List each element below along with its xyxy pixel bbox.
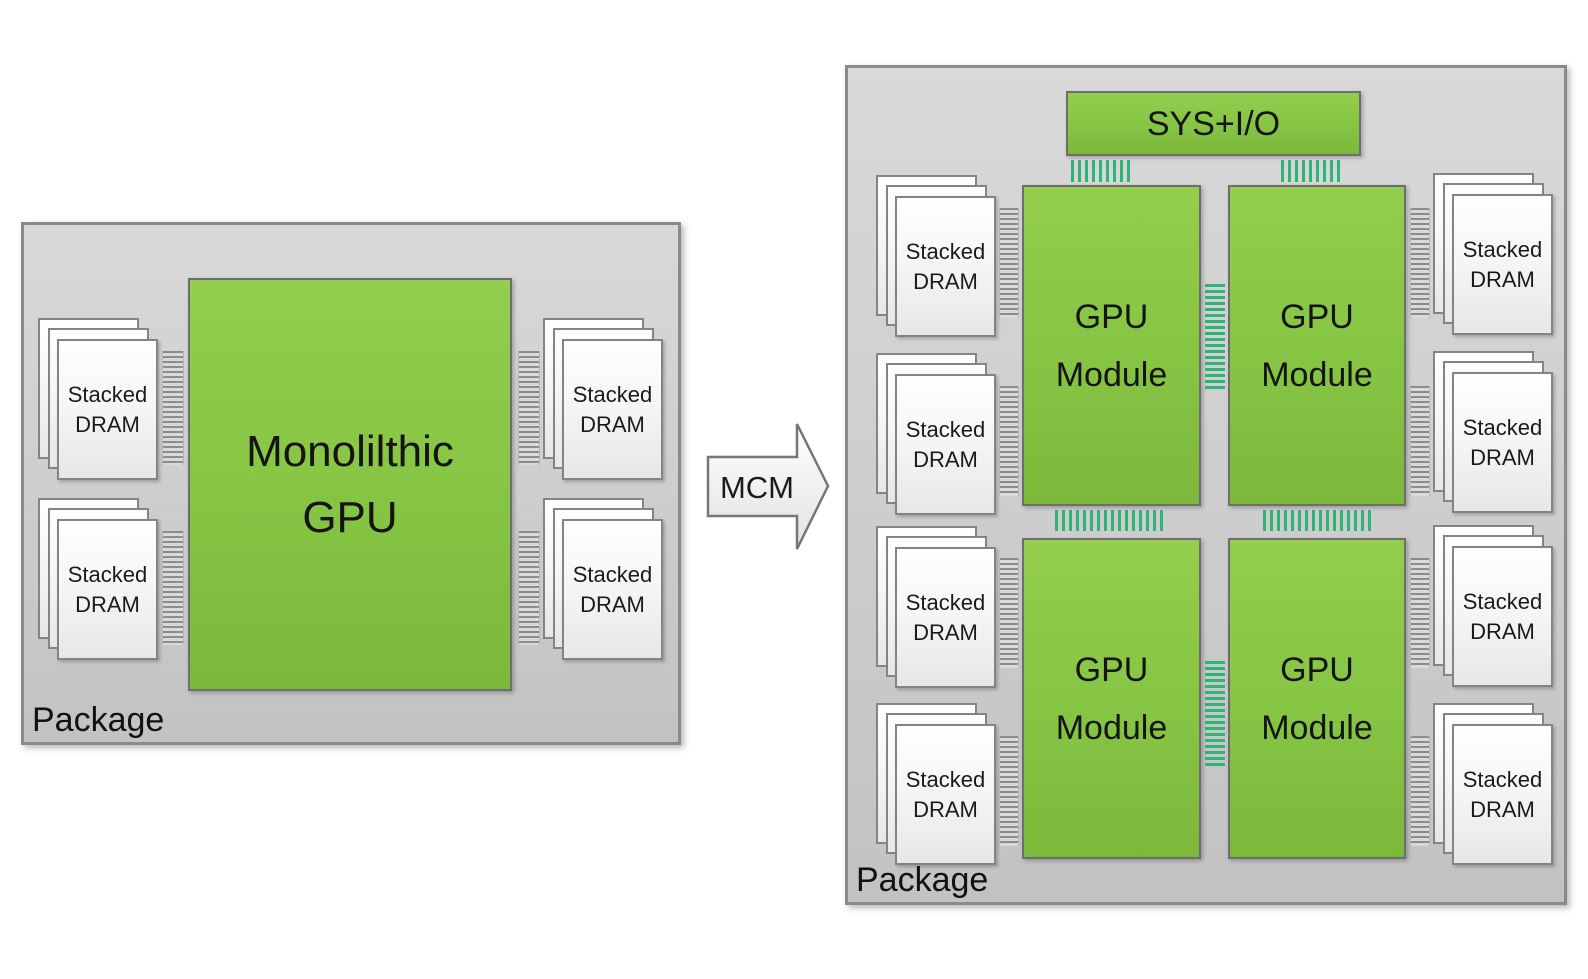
dram-phy-connector <box>1410 736 1430 846</box>
dram-sheet-front: Stacked DRAM <box>895 374 996 515</box>
monolithic-package: Monolilthic GPU Stacked DRAM Stacked DRA… <box>21 222 681 745</box>
dram-phy-connector <box>518 351 540 465</box>
stacked-dram-r4: Stacked DRAM <box>1433 703 1553 865</box>
dram-label: Stacked DRAM <box>572 381 653 437</box>
dram-phy-connector <box>518 531 540 645</box>
stacked-dram-right-top: Stacked DRAM <box>543 318 663 480</box>
dram-phy-connector <box>999 386 1019 496</box>
gpu-module-label: GPU Module <box>1055 297 1168 394</box>
dram-label: Stacked DRAM <box>572 561 653 617</box>
dram-phy-connector <box>162 351 184 465</box>
dram-label: Stacked DRAM <box>67 381 148 437</box>
dram-sheet-front: Stacked DRAM <box>895 547 996 688</box>
dram-sheet-front: Stacked DRAM <box>895 196 996 337</box>
dram-label: Stacked DRAM <box>905 589 986 645</box>
dram-sheet-front: Stacked DRAM <box>562 339 663 480</box>
stacked-dram-r3: Stacked DRAM <box>1433 525 1553 687</box>
dram-label: Stacked DRAM <box>1462 236 1543 292</box>
dram-phy-connector <box>999 736 1019 846</box>
package-label: Package <box>856 861 989 899</box>
dram-phy-connector <box>999 558 1019 668</box>
gpu-module-bottom-right: GPU Module <box>1228 538 1406 859</box>
stacked-dram-l4: Stacked DRAM <box>876 703 996 865</box>
dram-phy-connector <box>1410 208 1430 318</box>
gpu-module-bottom-left: GPU Module <box>1022 538 1201 859</box>
module-interconnect-horizontal <box>1205 661 1225 768</box>
stacked-dram-left-top: Stacked DRAM <box>38 318 158 480</box>
stacked-dram-r2: Stacked DRAM <box>1433 351 1553 513</box>
gpu-module-top-left: GPU Module <box>1022 185 1201 506</box>
module-interconnect-vertical <box>1055 510 1165 531</box>
monolithic-gpu-label: Monolilthic GPU <box>246 426 454 542</box>
gpu-module-label: GPU Module <box>1261 297 1373 394</box>
dram-sheet-front: Stacked DRAM <box>57 339 158 480</box>
mcm-arrow: MCM <box>706 423 830 550</box>
sys-io-label: SYS+I/O <box>1146 104 1281 143</box>
gpu-module-label: GPU Module <box>1261 650 1373 747</box>
gpu-module-label: GPU Module <box>1055 650 1168 747</box>
dram-sheet-front: Stacked DRAM <box>1452 546 1553 687</box>
dram-label: Stacked DRAM <box>905 766 986 822</box>
dram-label: Stacked DRAM <box>1462 588 1543 644</box>
dram-sheet-front: Stacked DRAM <box>1452 194 1553 335</box>
dram-sheet-front: Stacked DRAM <box>1452 724 1553 865</box>
mcm-package: SYS+I/O GPU Module GPU Module GPU Module… <box>845 65 1567 905</box>
dram-sheet-front: Stacked DRAM <box>1452 372 1553 513</box>
dram-label: Stacked DRAM <box>905 416 986 472</box>
sys-io-interconnect <box>1281 160 1343 182</box>
monolithic-gpu-die: Monolilthic GPU <box>188 278 512 691</box>
dram-sheet-front: Stacked DRAM <box>57 519 158 660</box>
stacked-dram-r1: Stacked DRAM <box>1433 173 1553 335</box>
stacked-dram-right-bottom: Stacked DRAM <box>543 498 663 660</box>
dram-sheet-front: Stacked DRAM <box>562 519 663 660</box>
module-interconnect-horizontal <box>1205 284 1225 391</box>
dram-label: Stacked DRAM <box>1462 766 1543 822</box>
dram-phy-connector <box>1410 558 1430 668</box>
dram-sheet-front: Stacked DRAM <box>895 724 996 865</box>
sys-io-interconnect <box>1071 160 1133 182</box>
dram-label: Stacked DRAM <box>905 238 986 294</box>
dram-phy-connector <box>162 531 184 645</box>
dram-phy-connector <box>1410 386 1430 496</box>
mcm-arrow-shape <box>706 423 830 550</box>
stacked-dram-l1: Stacked DRAM <box>876 175 996 337</box>
module-interconnect-vertical <box>1263 510 1373 531</box>
mcm-arrow-label: MCM <box>720 470 794 505</box>
stacked-dram-l2: Stacked DRAM <box>876 353 996 515</box>
sys-io-die: SYS+I/O <box>1066 91 1361 156</box>
package-label: Package <box>32 701 165 739</box>
dram-label: Stacked DRAM <box>67 561 148 617</box>
dram-phy-connector <box>999 208 1019 318</box>
stacked-dram-l3: Stacked DRAM <box>876 526 996 688</box>
gpu-module-top-right: GPU Module <box>1228 185 1406 506</box>
stacked-dram-left-bottom: Stacked DRAM <box>38 498 158 660</box>
dram-label: Stacked DRAM <box>1462 414 1543 470</box>
